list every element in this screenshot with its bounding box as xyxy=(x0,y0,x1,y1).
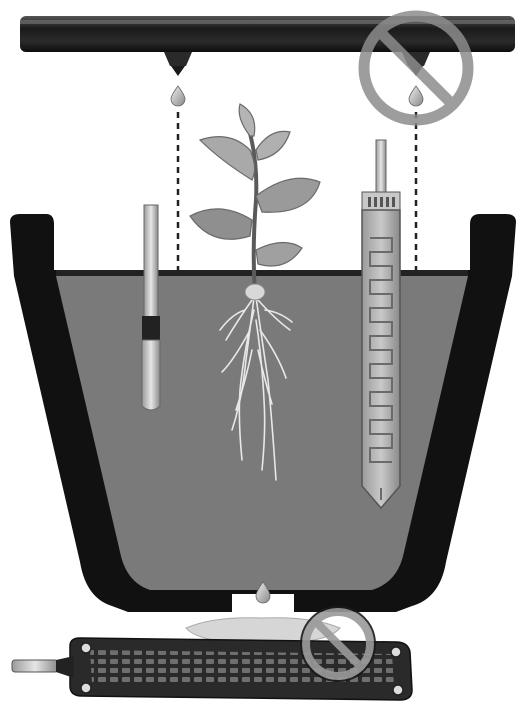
leaf xyxy=(256,131,290,160)
leaf xyxy=(190,209,252,239)
leaf xyxy=(239,104,255,136)
pot xyxy=(10,214,516,612)
moisture-probe xyxy=(142,205,160,410)
water-drop-icon xyxy=(409,86,423,106)
leaf xyxy=(256,178,320,212)
leaf xyxy=(200,137,255,180)
water-drop-icon xyxy=(171,86,185,106)
capacitive-sensor xyxy=(362,140,400,508)
drip-emitter-left xyxy=(164,52,192,290)
drip-emitter-right xyxy=(402,52,430,290)
leaf xyxy=(256,242,302,266)
mat-cable xyxy=(12,660,58,672)
